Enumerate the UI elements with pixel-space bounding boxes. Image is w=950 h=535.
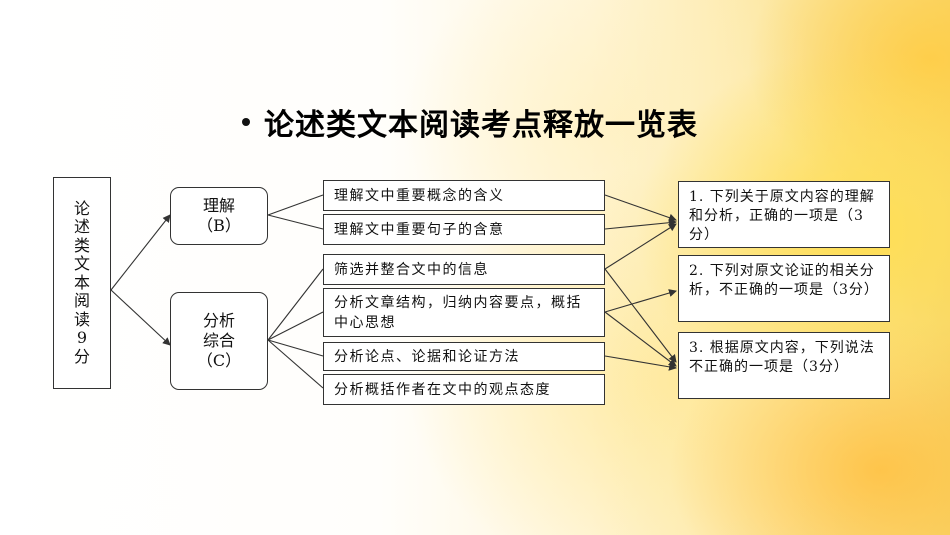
category-analyze: 分析综合 （C）: [170, 292, 268, 390]
point-text: 分析概括作者在文中的观点态度: [334, 381, 551, 398]
point-box: 分析概括作者在文中的观点态度: [323, 374, 605, 405]
question-box: 3. 根据原文内容，下列说法不正确的一项是（3分）: [678, 332, 890, 399]
point-box: 筛选并整合文中的信息: [323, 254, 605, 285]
point-box: 分析论点、论据和论证方法: [323, 342, 605, 371]
point-text: 理解文中重要句子的含意: [334, 221, 505, 238]
category-understand: 理解 （B）: [170, 187, 268, 245]
point-text: 分析论点、论据和论证方法: [334, 348, 520, 365]
point-text: 筛选并整合文中的信息: [334, 261, 489, 278]
category-name: 分析综合: [202, 311, 235, 350]
title-row: 论述类文本阅读考点释放一览表: [242, 100, 698, 144]
category-name: 理解: [202, 196, 235, 215]
page-title: 论述类文本阅读考点释放一览表: [264, 108, 698, 143]
root-label: 论述类文本阅读9分: [73, 198, 90, 366]
point-box: 分析文章结构，归纳内容要点，概括中心思想: [323, 288, 605, 337]
question-text: 1. 下列关于原文内容的理解和分析，正确的一项是（3分）: [689, 189, 875, 243]
category-code: （B）: [197, 216, 241, 235]
category-code: （C）: [196, 351, 242, 370]
point-text: 理解文中重要概念的含义: [334, 187, 505, 204]
root-node: 论述类文本阅读9分: [53, 177, 111, 389]
question-box: 2. 下列对原文论证的相关分析，不正确的一项是（3分）: [678, 255, 890, 322]
bullet-dot: [242, 118, 250, 126]
point-text: 分析文章结构，归纳内容要点，概括中心思想: [334, 294, 582, 331]
point-box: 理解文中重要句子的含意: [323, 214, 605, 245]
question-text: 3. 根据原文内容，下列说法不正确的一项是（3分）: [689, 340, 875, 375]
question-box: 1. 下列关于原文内容的理解和分析，正确的一项是（3分）: [678, 181, 890, 248]
question-text: 2. 下列对原文论证的相关分析，不正确的一项是（3分）: [689, 263, 879, 298]
point-box: 理解文中重要概念的含义: [323, 180, 605, 211]
